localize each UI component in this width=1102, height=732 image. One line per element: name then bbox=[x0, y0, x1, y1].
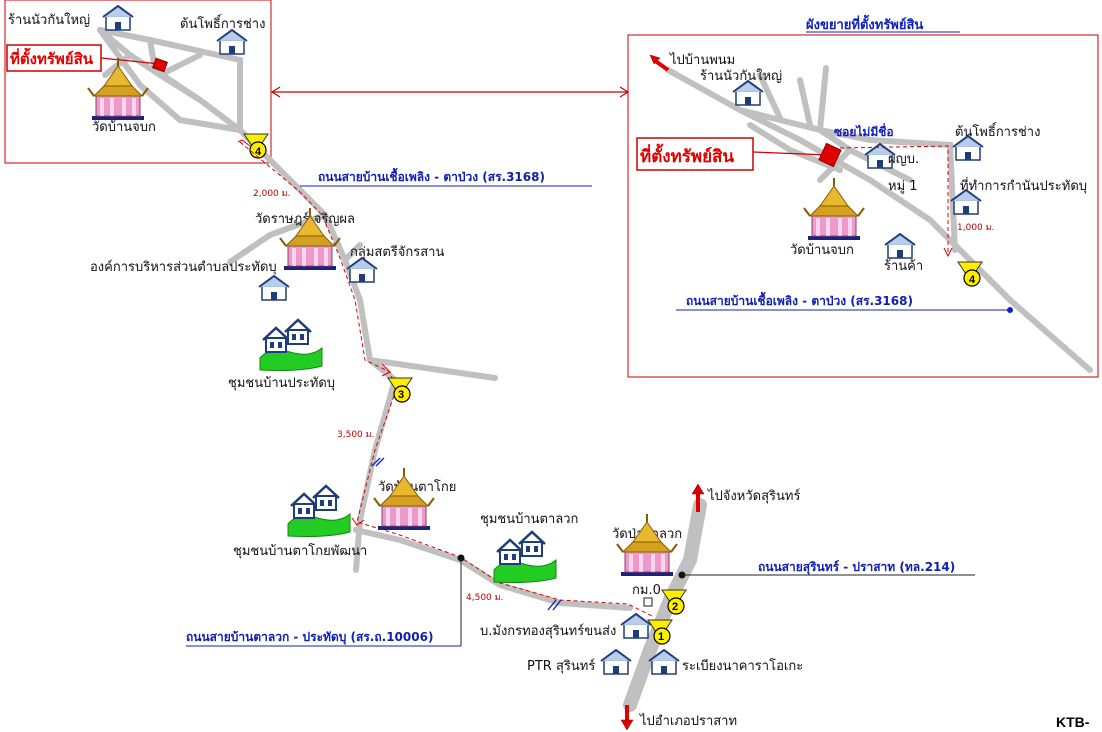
community-prathatbu: ชุมชนบ้านประทัดบุ bbox=[228, 376, 335, 391]
marker-2-num: 2 bbox=[672, 601, 678, 613]
inset-frame bbox=[627, 34, 1099, 378]
km-0: กม.0 bbox=[632, 583, 661, 598]
marker-3-num: 3 bbox=[398, 389, 404, 401]
house-icon bbox=[620, 613, 652, 639]
inset-to-ban-phanom: ไปบ้านพนม bbox=[669, 52, 735, 68]
inset-roads bbox=[665, 65, 1093, 373]
community-icon bbox=[286, 484, 352, 538]
women-group: กลุ่มสตรีจักรสาน bbox=[350, 244, 444, 260]
tl-ran-nuakan-yai: ร้านนัวกันใหญ่ bbox=[8, 12, 90, 28]
dist-4500: 4,500 ม. bbox=[466, 593, 503, 603]
inset-kamnan-office: ที่ทำการกำนันประทัดบุ bbox=[960, 177, 1087, 194]
to-prasat: ไปอำเภอปราสาท bbox=[639, 713, 737, 729]
tl-marker-num: 4 bbox=[255, 146, 262, 158]
house-icon bbox=[884, 233, 916, 259]
mangkorn-company: บ.มังกรทองสุรินทร์ขนส่ง bbox=[480, 623, 616, 639]
tl-property-label: ที่ตั้งทรัพย์สิน bbox=[10, 47, 94, 68]
house-icon bbox=[732, 80, 764, 106]
house-icon bbox=[346, 257, 378, 283]
inset-property-label: ที่ตั้งทรัพย์สิน bbox=[640, 143, 734, 167]
road-3168-label: ถนนสายบ้านเชื้อเพลิง - ตาป่วง (สร.3168) bbox=[318, 167, 545, 184]
nakara-okay: ระเบียงนาคาราโอเกะ bbox=[682, 658, 803, 674]
temple-icon bbox=[373, 467, 435, 531]
road-10006-label: ถนนสายบ้านตาลวก - ประทัดบุ (สร.ถ.10006) bbox=[186, 630, 433, 645]
wat-ratsamakkhi: วัดราษฎร์เจริญผล bbox=[255, 211, 355, 227]
wat-ta-koi: วัดบ้านตาโกย bbox=[378, 479, 456, 495]
road-214-label: ถนนสายสุรินทร์ - ปราสาท (ทล.214) bbox=[758, 560, 955, 575]
dist-3500: 3,500 ม. bbox=[337, 430, 374, 440]
to-surin: ไปจังหวัดสุรินทร์ bbox=[707, 488, 800, 504]
community-icon bbox=[258, 318, 324, 372]
house-icon bbox=[102, 5, 134, 31]
top-left-frame bbox=[4, 0, 272, 164]
house-icon bbox=[600, 649, 632, 675]
tl-property-label-box bbox=[6, 44, 102, 72]
link-arrow bbox=[270, 86, 630, 98]
tl-property-marker bbox=[152, 57, 168, 73]
community-icon bbox=[492, 530, 558, 584]
inset-moo-1: หมู่ 1 bbox=[888, 179, 918, 194]
inset-marker-num: 4 bbox=[969, 274, 976, 286]
document-code: KTB- bbox=[1056, 714, 1090, 730]
inset-soi: ซอยไม่มีชื่อ bbox=[834, 123, 894, 139]
dist-2000: 2,000 ม. bbox=[253, 189, 290, 199]
house-icon bbox=[216, 29, 248, 55]
community-ta-koi: ชุมชนบ้านตาโกยพัฒนา bbox=[233, 543, 367, 559]
marker-1-num: 1 bbox=[658, 631, 664, 643]
inset-title: ผังขยายที่ตั้งทรัพย์สิน bbox=[806, 14, 923, 33]
temple-icon bbox=[803, 177, 865, 241]
ptr-surin: PTR สุรินทร์ bbox=[527, 658, 595, 674]
tl-ton-pho-karn-chang: ต้นโพธิ์การช่าง bbox=[180, 14, 265, 32]
inset-property-label-box bbox=[636, 137, 754, 171]
inset-ton-pho-karn-chang: ต้นโพธิ์การช่าง bbox=[955, 122, 1040, 140]
tambon-org: องค์การบริหารส่วนตำบลประทัดบุ bbox=[90, 259, 277, 275]
inset-wat: วัดบ้านจบก bbox=[790, 243, 854, 258]
inset-shop: ร้านค้า bbox=[884, 259, 923, 274]
route-dashed bbox=[239, 141, 653, 617]
community-ta-luak: ชุมชนบ้านตาลวก bbox=[480, 512, 578, 527]
house-icon bbox=[258, 275, 290, 301]
inset-property-marker bbox=[818, 142, 842, 168]
inset-phu-yai-ban: ผญบ. bbox=[888, 152, 919, 167]
inset-road-label: ถนนสายบ้านเชื้อเพลิง - ตาป่วง (สร.3168) bbox=[686, 291, 913, 308]
inset-distance: 1,000 ม. bbox=[957, 223, 994, 233]
inset-ran-nuakan-yai: ร้านนัวกันใหญ่ bbox=[700, 68, 782, 84]
temple-icon bbox=[616, 513, 678, 577]
tl-wat: วัดบ้านจบก bbox=[92, 120, 156, 135]
